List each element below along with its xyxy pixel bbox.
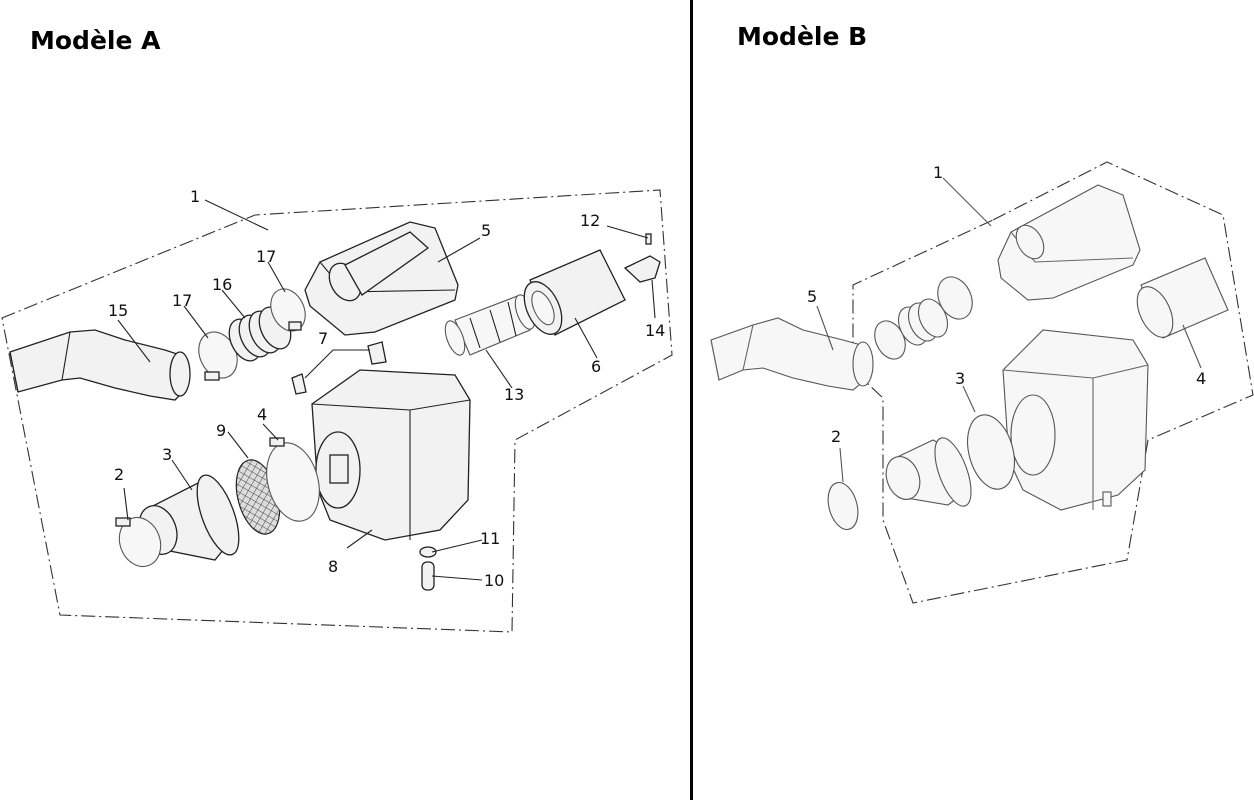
callout-5: 5 (807, 287, 817, 306)
intake-duct (710, 317, 874, 391)
callout-17-right: 17 (256, 247, 276, 266)
callout-15: 15 (108, 301, 128, 320)
clip-b (367, 341, 387, 365)
exploded-diagram-b: 1 2 3 4 5 (710, 161, 1254, 604)
drain-clamp (419, 546, 437, 558)
model-a-title: Modèle A (30, 26, 161, 55)
callout-3: 3 (955, 369, 965, 388)
callout-10: 10 (484, 571, 504, 590)
inlet-clamp-screw (115, 517, 131, 527)
callout-1: 1 (933, 163, 943, 182)
housing-clamp-screw (269, 437, 285, 447)
clip-a (291, 373, 307, 395)
callout-11: 11 (480, 529, 500, 548)
bolt (645, 233, 652, 245)
inlet-clamp (118, 516, 162, 568)
air-filter-housing (311, 369, 471, 541)
inlet-hose (885, 437, 972, 507)
callout-4: 4 (1196, 369, 1206, 388)
callout-17-left: 17 (172, 291, 192, 310)
housing-cover (997, 184, 1141, 301)
callout-3: 3 (162, 445, 172, 464)
housing-clamp (967, 414, 1015, 490)
panel-divider (690, 0, 693, 800)
callout-1: 1 (190, 187, 200, 206)
bracket (623, 255, 661, 283)
filter-element (523, 249, 626, 336)
air-filter-housing (1002, 329, 1149, 511)
filter-cage (444, 294, 536, 356)
intake-duct (9, 329, 191, 401)
model-b-title: Modèle B (737, 22, 868, 51)
callout-12: 12 (580, 211, 600, 230)
callout-14: 14 (645, 321, 665, 340)
callout-4: 4 (257, 405, 267, 424)
callout-9: 9 (216, 421, 226, 440)
bellows-hose (228, 306, 292, 362)
callout-2: 2 (114, 465, 124, 484)
inlet-hose (138, 474, 240, 561)
callout-5: 5 (481, 221, 491, 240)
clamp-left-screw (204, 371, 220, 381)
filter-element (1136, 257, 1229, 339)
callout-13: 13 (504, 385, 524, 404)
panel-model-b: Modèle B (693, 0, 1254, 800)
inlet-clamp (827, 481, 859, 531)
kit-boundary-a (1, 189, 673, 633)
callout-7: 7 (318, 329, 328, 348)
clamp-right-screw (288, 321, 302, 331)
bellows-hose (897, 298, 949, 346)
callout-16: 16 (212, 275, 232, 294)
exploded-diagram-a: 1 2 3 4 5 6 7 8 9 10 11 12 13 14 15 16 1… (1, 187, 673, 633)
clamp-right (937, 276, 973, 320)
callout-2: 2 (831, 427, 841, 446)
callout-8: 8 (328, 557, 338, 576)
housing-cover (304, 221, 459, 336)
panel-model-a: Modèle A (1, 26, 673, 633)
callout-6: 6 (591, 357, 601, 376)
